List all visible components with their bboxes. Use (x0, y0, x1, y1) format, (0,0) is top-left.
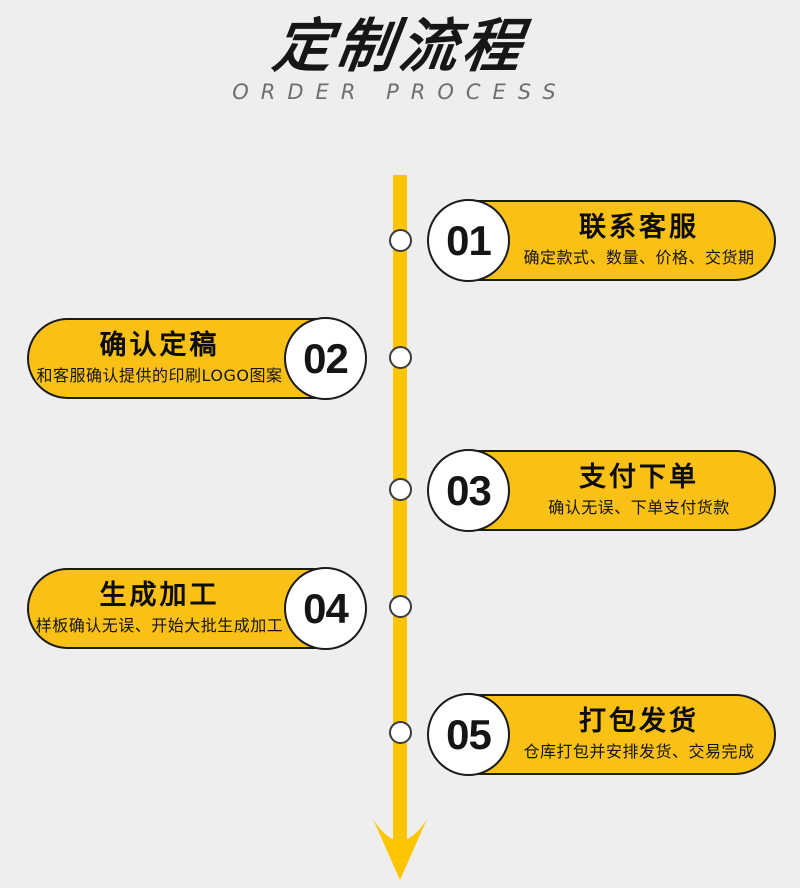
step-number-badge: 01 (427, 199, 510, 282)
step-number-badge: 02 (284, 317, 367, 400)
step-number: 05 (446, 710, 492, 758)
timeline-node-3 (389, 478, 412, 501)
header: 定制流程 ORDER PROCESS (0, 0, 800, 104)
step-number-badge: 03 (427, 449, 510, 532)
step-description: 确定款式、数量、价格、交货期 (523, 248, 755, 267)
arrow-down-icon (373, 819, 427, 880)
step-card-1: 01 联系客服 确定款式、数量、价格、交货期 (427, 199, 776, 282)
step-title: 打包发货 (579, 706, 699, 737)
step-title: 确认定稿 (99, 330, 220, 361)
page-subtitle: ORDER PROCESS (232, 80, 568, 104)
step-number-badge: 05 (427, 693, 510, 776)
page-title: 定制流程 (269, 12, 531, 80)
timeline-node-1 (389, 229, 412, 252)
step-number: 04 (303, 584, 349, 632)
timeline-node-5 (389, 721, 412, 744)
step-title: 生成加工 (99, 580, 220, 611)
step-title: 联系客服 (579, 212, 699, 243)
timeline-node-2 (389, 346, 412, 369)
step-description: 和客服确认提供的印刷LOGO图案 (36, 366, 283, 385)
step-text: 生成加工 样板确认无误、开始大批生成加工 (36, 570, 283, 647)
step-description: 确认无误、下单支付货款 (548, 498, 730, 517)
step-number-badge: 04 (284, 567, 367, 650)
step-text: 确认定稿 和客服确认提供的印刷LOGO图案 (37, 320, 282, 397)
step-card-3: 03 支付下单 确认无误、下单支付货款 (427, 449, 776, 532)
step-card-5: 05 打包发货 仓库打包并安排发货、交易完成 (427, 693, 776, 776)
step-text: 打包发货 仓库打包并安排发货、交易完成 (516, 696, 762, 773)
step-description: 仓库打包并安排发货、交易完成 (523, 742, 755, 761)
timeline-line (393, 175, 407, 847)
step-title: 支付下单 (579, 462, 699, 493)
timeline-node-4 (389, 595, 412, 618)
step-number: 02 (303, 334, 349, 382)
step-card-4: 04 生成加工 样板确认无误、开始大批生成加工 (27, 567, 367, 650)
step-description: 样板确认无误、开始大批生成加工 (35, 616, 284, 635)
step-number: 01 (446, 216, 492, 264)
step-text: 支付下单 确认无误、下单支付货款 (516, 452, 762, 529)
step-text: 联系客服 确定款式、数量、价格、交货期 (516, 202, 762, 279)
step-number: 03 (446, 466, 492, 514)
step-card-2: 02 确认定稿 和客服确认提供的印刷LOGO图案 (27, 317, 367, 400)
